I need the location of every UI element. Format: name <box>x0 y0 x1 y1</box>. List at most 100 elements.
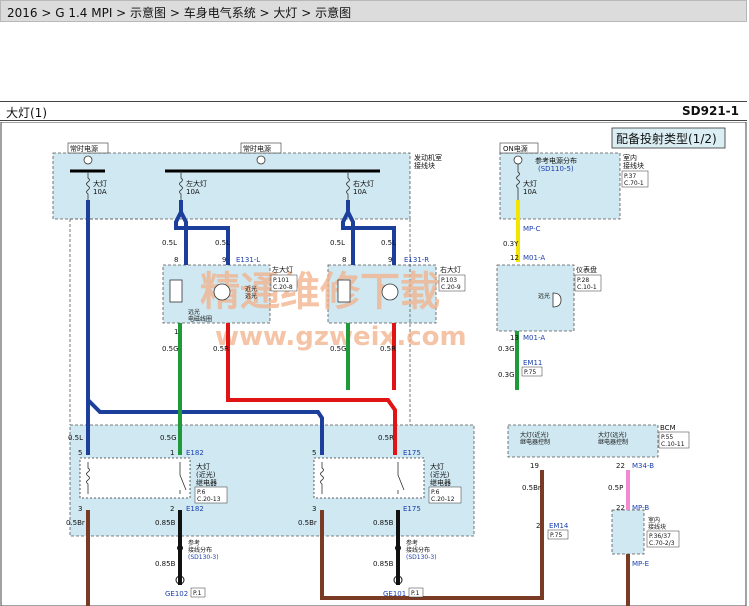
connector-m01a[interactable]: M01-A <box>523 254 545 262</box>
ground-ge101-page[interactable]: P.1 <box>411 590 420 597</box>
relay-1-label: 大灯 <box>196 462 210 471</box>
connector-mpc[interactable]: MP-C <box>523 225 541 233</box>
connector-m01a-b[interactable]: M01-A <box>523 334 545 342</box>
wire-label: 0.85B <box>373 560 394 568</box>
right-headlamp-page[interactable]: P.103 <box>441 277 457 284</box>
pin-number: 3 <box>312 505 316 513</box>
right-headlamp-page-2[interactable]: C.20-9 <box>441 284 461 291</box>
wire-label: 0.5L <box>330 239 345 247</box>
pin-number: 2 <box>536 522 540 530</box>
wire-label: 0.5Br <box>66 519 85 527</box>
fuse-headlamp-rating: 10A <box>93 188 107 196</box>
connector-em14[interactable]: EM14 <box>549 522 569 530</box>
bcm-page[interactable]: P.55 <box>661 434 673 441</box>
indoor-junction-2-box <box>611 509 645 555</box>
ground-icon <box>175 575 403 585</box>
config-box-label: 配备投射类型(1/2) <box>616 131 717 146</box>
wire-label: 0.3G <box>498 371 515 379</box>
connector-e175[interactable]: E175 <box>403 449 421 457</box>
wire-label: 0.5L <box>215 239 230 247</box>
always-power-label-2: 常时电源 <box>243 144 271 153</box>
connector-e182-b[interactable]: E182 <box>186 505 204 513</box>
left-headlamp-page[interactable]: P.101 <box>273 277 289 284</box>
indoor-page-ref[interactable]: P.37 <box>624 173 636 180</box>
bcm-output-label-2: 继电器控制 <box>520 438 550 446</box>
fuse-right-label: 右大灯 <box>353 179 374 188</box>
left-headlamp-label: 左大灯 <box>272 265 293 274</box>
wire-label: 0.5L <box>68 434 83 442</box>
pin-number: 3 <box>78 505 82 513</box>
cluster-page-2[interactable]: C.10-1 <box>577 284 597 291</box>
wire-label: 0.5R <box>213 345 229 353</box>
ref-ground-label-4: 接线分布 <box>406 546 430 554</box>
highbeam-label: 远光 <box>538 292 550 300</box>
pin-number: 8 <box>174 256 178 264</box>
engine-junction-box <box>52 152 411 220</box>
indoor-junction-label-2: 接线块 <box>623 161 644 170</box>
right-headlamp-label: 右大灯 <box>440 265 461 274</box>
wire-label: 0.85B <box>155 519 176 527</box>
bcm-output-label-4: 继电器控制 <box>598 438 628 446</box>
ref-ground-label: 参考 <box>188 539 200 547</box>
right-solenoid-icon <box>337 279 351 303</box>
indoor-junction-2-page[interactable]: P.36/37 <box>649 533 671 540</box>
diagram-code: SD921-1 <box>682 104 739 118</box>
bcm-page-2[interactable]: C.10-11 <box>661 441 685 448</box>
connector-em11[interactable]: EM11 <box>523 359 542 367</box>
wire-label: 0.5Br <box>298 519 317 527</box>
pin-number: 1 <box>174 328 178 336</box>
connector-mpb[interactable]: MP-B <box>632 504 649 512</box>
pin-number: 9 <box>222 256 226 264</box>
always-power-label-1: 常时电源 <box>70 144 98 153</box>
relay-2-page-2[interactable]: C.20-12 <box>431 496 455 503</box>
fuse-right-rating: 10A <box>353 188 367 196</box>
breadcrumb[interactable]: 2016 > G 1.4 MPI > 示意图 > 车身电气系统 > 大灯 > 示… <box>7 6 352 20</box>
left-headlamp-page-2[interactable]: C.20-8 <box>273 284 293 291</box>
wire-label: 0.5L <box>162 239 177 247</box>
relay-1-label-2: (近光) <box>196 470 216 479</box>
fuse-headlamp-label: 大灯 <box>93 179 107 188</box>
connector-e131l[interactable]: E131-L <box>236 256 260 264</box>
bcm-box <box>507 424 659 458</box>
config-box <box>611 127 726 149</box>
connector-m34b[interactable]: M34-B <box>632 462 654 470</box>
ref-ground-link[interactable]: (SD130-3) <box>188 554 219 561</box>
right-bulb-icon <box>381 283 399 301</box>
wire-label: 0.3Y <box>503 240 519 248</box>
solenoid-label: 远光 <box>188 308 200 316</box>
pin-number: 5 <box>78 449 82 457</box>
relay-2-page[interactable]: P.6 <box>431 489 440 496</box>
page-ref[interactable]: P.75 <box>524 369 536 376</box>
ground-ge102[interactable]: GE102 <box>165 590 188 598</box>
connector-mpe[interactable]: MP-E <box>632 560 649 568</box>
pin-number: 9 <box>388 256 392 264</box>
breadcrumb-bar: 2016 > G 1.4 MPI > 示意图 > 车身电气系统 > 大灯 > 示… <box>0 0 747 22</box>
relay-1-label-3: 继电器 <box>196 478 217 487</box>
ground-ge101[interactable]: GE101 <box>383 590 406 598</box>
fuse-on-label: 大灯 <box>523 179 537 188</box>
ground-ge102-page[interactable]: P.1 <box>193 590 202 597</box>
engine-junction-label: 发动机室 <box>414 153 442 162</box>
wire-label: 0.85B <box>155 560 176 568</box>
cluster-label: 仪表盘 <box>576 265 597 274</box>
bcm-label: BCM <box>660 424 676 432</box>
connector-e182[interactable]: E182 <box>186 449 204 457</box>
relay-1 <box>79 457 191 499</box>
indoor-page-ref-2[interactable]: C.70-1 <box>624 180 644 187</box>
page-ref[interactable]: P.75 <box>550 532 562 539</box>
dipped-label: 近光 <box>245 285 257 293</box>
ref-power-link[interactable]: (SD110-5) <box>538 165 574 173</box>
relay-1-page-2[interactable]: C.20-13 <box>197 496 221 503</box>
pin-number: 12 <box>510 254 519 262</box>
connector-e175-b[interactable]: E175 <box>403 505 421 513</box>
ref-ground-link-2[interactable]: (SD130-3) <box>406 554 437 561</box>
page-title: 大灯(1) <box>6 106 47 120</box>
wiring-diagram: 配备投射类型(1/2) 精通维修下载 www.gzweix.com 常时电源 常… <box>0 122 747 606</box>
relay-2 <box>313 457 425 499</box>
relay-1-page[interactable]: P.6 <box>197 489 206 496</box>
wire-label: 0.5G <box>160 434 177 442</box>
cluster-page[interactable]: P.28 <box>577 277 589 284</box>
indoor-junction-2-page-2[interactable]: C.70-2/3 <box>649 540 675 547</box>
connector-e131r[interactable]: E131-R <box>404 256 429 264</box>
diagram-title-bar: 大灯(1) SD921-1 <box>0 101 747 121</box>
